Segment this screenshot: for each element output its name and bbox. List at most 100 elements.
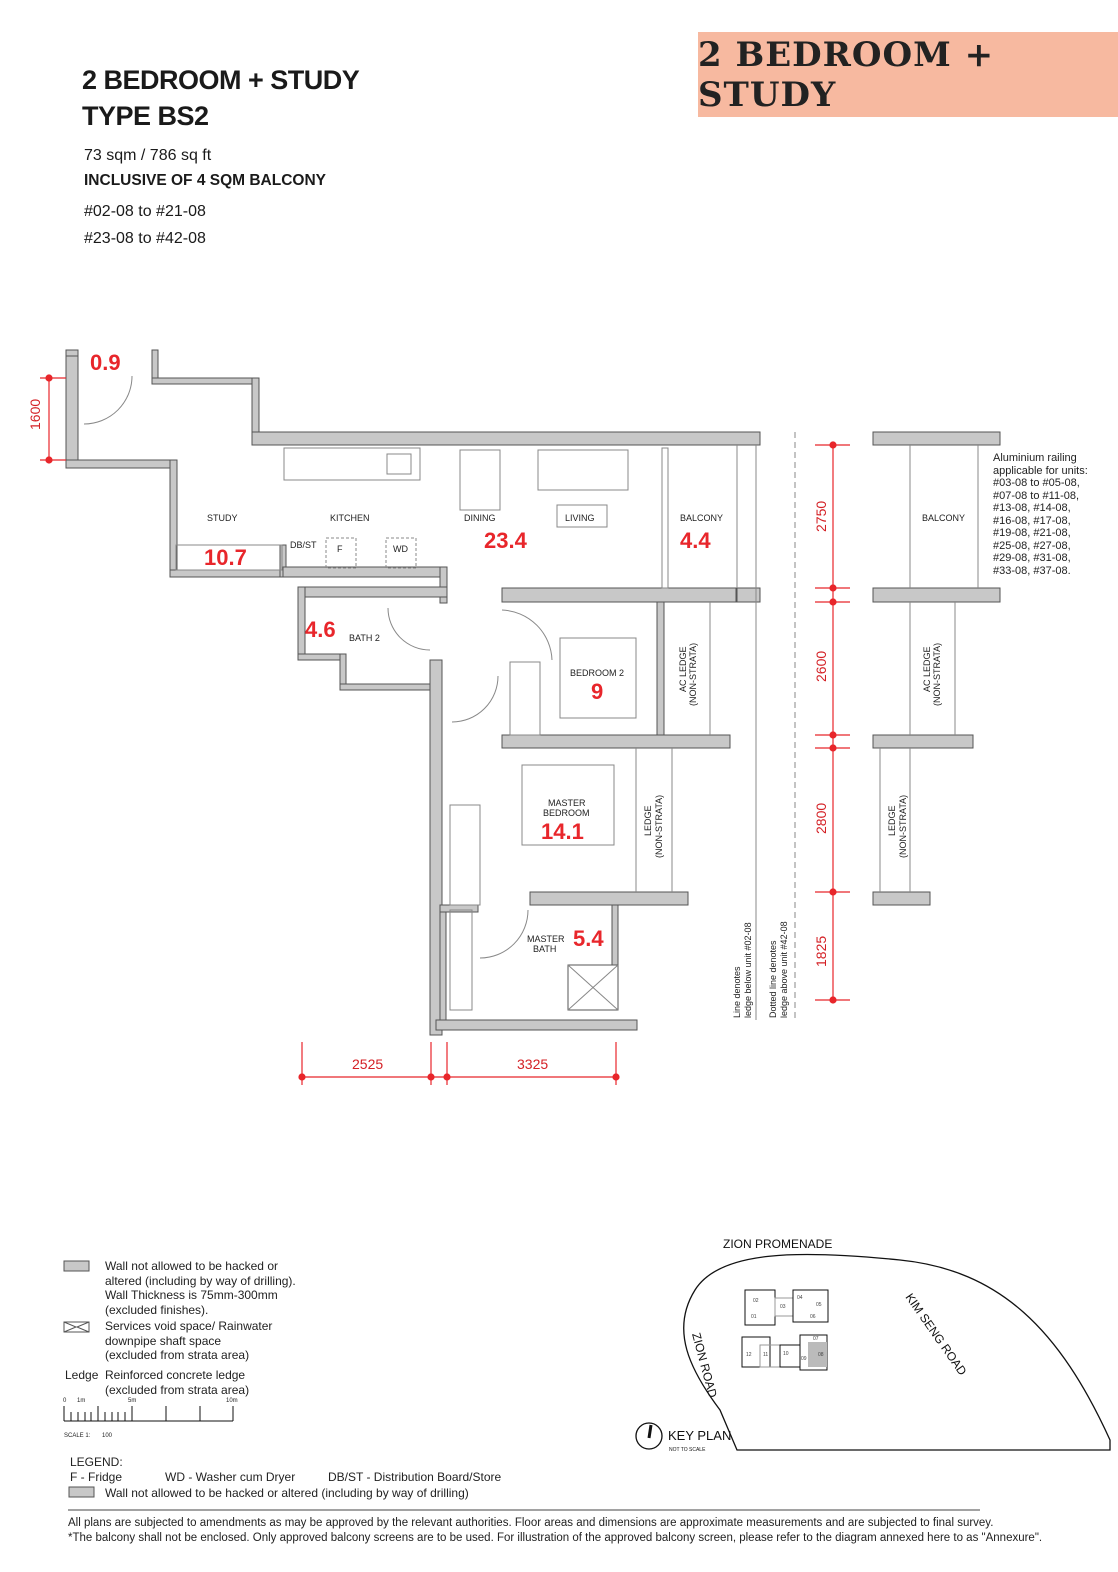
title-line-2: TYPE BS2 bbox=[82, 101, 209, 131]
scale-10m: 10m bbox=[226, 1398, 238, 1404]
void-swatch-icon bbox=[63, 1321, 90, 1333]
text-label: altered (including by way of drilling). bbox=[105, 1273, 296, 1288]
ledge-note: (NON-STRATA) bbox=[654, 795, 664, 858]
bedroom2-label: BEDROOM 2 bbox=[570, 668, 624, 678]
wall-swatch bbox=[63, 1260, 90, 1272]
text-label: 02 bbox=[753, 1298, 759, 1304]
legend-fridge: F - Fridge bbox=[70, 1470, 123, 1484]
text-label: 07 bbox=[813, 1336, 819, 1342]
walls bbox=[65, 349, 1001, 1036]
kitchen-label: KITCHEN bbox=[330, 513, 370, 523]
title-line-1: 2 BEDROOM + STUDY bbox=[82, 65, 360, 95]
scale-label: SCALE 1: bbox=[64, 1433, 91, 1439]
page-title: 2 BEDROOM + STUDY TYPE BS2 bbox=[82, 62, 360, 134]
note-line-1b: ledge below unit #02-08 bbox=[743, 922, 753, 1018]
text-label: Wall Thickness is 75mm-300mm bbox=[105, 1288, 278, 1302]
legend-wall: Wall not allowed to be hacked or altered… bbox=[105, 1486, 469, 1500]
dbst-label: DB/ST bbox=[290, 540, 317, 550]
balcony-note: INCLUSIVE OF 4 SQM BALCONY bbox=[84, 172, 326, 189]
fixtures bbox=[83, 375, 979, 1020]
master-bath-label-2: BATH bbox=[533, 944, 556, 954]
dim-bottom-left: 2525 bbox=[352, 1056, 383, 1072]
text-label: 12 bbox=[746, 1352, 752, 1358]
text-label: #07-08 to #11-08, bbox=[993, 489, 1080, 502]
unit-range-2: #23-08 to #42-08 bbox=[84, 230, 206, 247]
text-label: #19-08, #21-08, bbox=[993, 527, 1071, 539]
unit-area: 73 sqm / 786 sq ft bbox=[84, 147, 212, 164]
legend-dbst: DB/ST - Distribution Board/Store bbox=[328, 1470, 502, 1484]
road-kim-seng: KIM SENG ROAD bbox=[903, 1291, 970, 1378]
wd-label: WD bbox=[393, 544, 408, 554]
dim-bottom-right: 3325 bbox=[517, 1056, 548, 1072]
alt-ledge-label: LEDGE bbox=[887, 805, 897, 836]
key-plan-title: KEY PLAN bbox=[668, 1428, 731, 1443]
text-label: 04 bbox=[797, 1295, 803, 1301]
alt-ledge-note: (NON-STRATA) bbox=[898, 795, 908, 858]
text-label: (excluded from strata area) bbox=[105, 1382, 250, 1397]
dim-r2: 2600 bbox=[813, 651, 829, 682]
legend-ledge-text: Reinforced concrete ledge(excluded from … bbox=[105, 1368, 249, 1397]
key-plan-subtitle: NOT TO SCALE bbox=[669, 1447, 706, 1453]
text-label: Services void space/ Rainwater bbox=[105, 1319, 273, 1333]
text-label: 10 bbox=[783, 1351, 789, 1357]
note-line-2a: Dotted line denotes bbox=[768, 940, 778, 1018]
key-plan-blocks bbox=[741, 1289, 829, 1371]
text-label: #25-08, #27-08, bbox=[993, 539, 1071, 552]
text-label: #13-08, #14-08, bbox=[993, 502, 1071, 514]
scale-bar bbox=[63, 1406, 234, 1422]
text-label: Reinforced concrete ledge bbox=[105, 1368, 246, 1382]
master-bath-label-1: MASTER bbox=[527, 934, 565, 944]
text-label: Wall not allowed to be hacked or bbox=[105, 1259, 278, 1273]
dim-r1: 2750 bbox=[813, 501, 829, 532]
footer-disclaimer-2: *The balcony shall not be enclosed. Only… bbox=[68, 1532, 1043, 1544]
text-label: 03 bbox=[780, 1304, 786, 1310]
living-label: LIVING bbox=[565, 513, 595, 523]
study-label: STUDY bbox=[207, 513, 238, 523]
text-label: downpipe shaft space bbox=[105, 1333, 222, 1348]
text-label: #29-08, #31-08, bbox=[993, 552, 1071, 564]
master-bedroom-area: 14.1 bbox=[541, 819, 584, 844]
bath2-label: BATH 2 bbox=[349, 633, 380, 643]
type-banner: 2 BEDROOM + STUDY bbox=[698, 32, 1118, 117]
note-line-2b: ledge above unit #42-08 bbox=[779, 921, 789, 1018]
text-label: 06 bbox=[810, 1314, 816, 1320]
bath2-area: 4.6 bbox=[305, 617, 336, 642]
wall-swatch-bottom bbox=[68, 1486, 95, 1498]
fridge-label: F bbox=[337, 544, 343, 554]
living-area: 23.4 bbox=[484, 528, 528, 553]
master-bedroom-label-1: MASTER bbox=[548, 798, 586, 808]
banner-text: 2 BEDROOM + STUDY bbox=[698, 34, 995, 115]
text-label: 05 bbox=[816, 1302, 822, 1308]
legend-ledge-key: Ledge bbox=[65, 1368, 99, 1382]
dining-label: DINING bbox=[464, 513, 496, 523]
dim-left: 1600 bbox=[27, 399, 43, 430]
alt-ac-ledge-label: AC LEDGE bbox=[922, 646, 932, 692]
text-label: applicable for units: bbox=[993, 464, 1088, 477]
legend-title: LEGEND: bbox=[70, 1455, 123, 1469]
alt-ac-ledge-note: (NON-STRATA) bbox=[932, 643, 942, 706]
ac-ledge-note: (NON-STRATA) bbox=[688, 643, 698, 706]
bedroom2-area: 9 bbox=[591, 679, 603, 704]
road-zion: ZION ROAD bbox=[689, 1331, 720, 1399]
dim-r3: 2800 bbox=[813, 803, 829, 834]
study-area: 10.7 bbox=[204, 545, 247, 570]
master-bath-area: 5.4 bbox=[573, 926, 604, 951]
key-plan-site bbox=[635, 1253, 1111, 1451]
legend-wd: WD - Washer cum Dryer bbox=[165, 1470, 296, 1484]
text-label: 11 bbox=[763, 1352, 768, 1358]
text-label: #03-08 to #05-08, bbox=[993, 477, 1080, 489]
text-label: Aluminium railing bbox=[993, 452, 1077, 464]
dim-r4: 1825 bbox=[813, 936, 829, 967]
scale-value: 100 bbox=[102, 1433, 113, 1439]
scale-0: 0 bbox=[63, 1398, 67, 1404]
alt-balcony-label: BALCONY bbox=[922, 513, 965, 523]
balcony-area: 4.4 bbox=[680, 528, 711, 553]
text-label: (excluded finishes). bbox=[105, 1302, 209, 1317]
ac-ledge-label: AC LEDGE bbox=[678, 646, 688, 692]
key-plan-highlight-unit bbox=[808, 1342, 827, 1367]
